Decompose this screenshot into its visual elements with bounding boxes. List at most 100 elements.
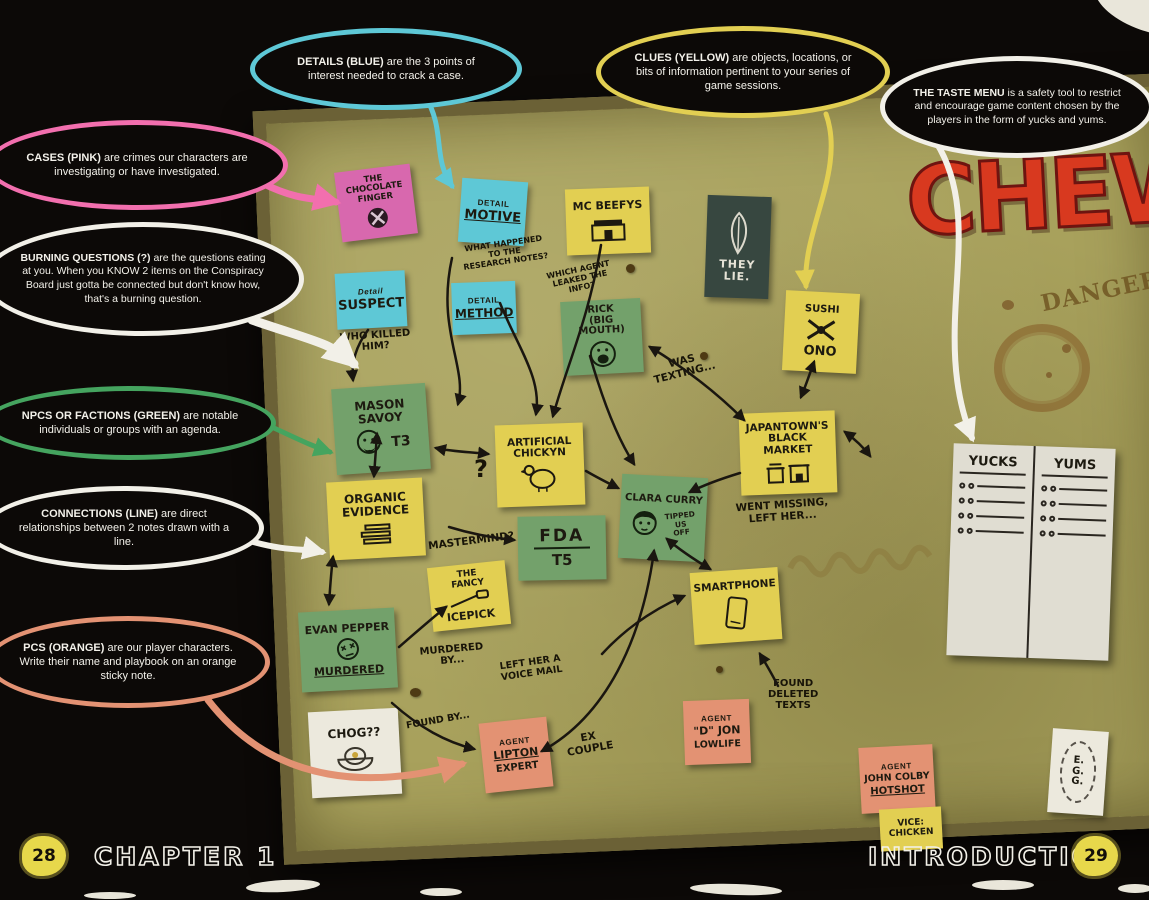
callout-cases: CASES (PINK) are crimes our characters a… — [0, 120, 288, 210]
woman-face-icon — [632, 511, 657, 536]
sticky-note-mc-beefys: MC BEEFYS — [564, 186, 652, 256]
photo-chog: CHOG?? — [307, 707, 403, 799]
note-subtitle: HOTSHOT — [870, 783, 926, 798]
dead-face-icon — [336, 638, 359, 661]
yums-header: YUMS — [1041, 456, 1109, 479]
paint-splat — [1118, 884, 1149, 893]
note-title: VICE: CHICKEN — [888, 817, 934, 840]
page-number-right: 29 — [1074, 836, 1118, 876]
callout-text: are crimes our characters are investigat… — [54, 151, 248, 178]
threat-level-badge: T5 — [551, 550, 573, 570]
coffee-splatter — [1062, 344, 1071, 353]
annotation-was-texting: WAS TEXTING... — [652, 352, 717, 387]
note-title: FDA — [539, 525, 585, 547]
annotation-ex-couple: EX COUPLE — [566, 729, 615, 759]
callout-lead: CONNECTIONS (LINE) — [41, 507, 158, 520]
sushi-icon — [806, 319, 836, 341]
note-title: EVAN PEPPER — [304, 619, 390, 637]
menu-row — [1039, 530, 1106, 538]
note-title: SUSPECT — [337, 295, 405, 315]
coffee-stain-ring — [994, 324, 1090, 412]
board-pin — [626, 264, 635, 273]
note-label: AGENT — [880, 761, 913, 772]
note-label: AGENT — [700, 713, 733, 724]
note-title: ORGANIC EVIDENCE — [341, 489, 410, 520]
callout-taste-menu: THE TASTE MENU is a safety tool to restr… — [880, 56, 1149, 158]
sticky-note-mason-savoy: MASON SAVOY T3 — [331, 382, 431, 476]
poster-title: THEY LIE. — [719, 257, 756, 284]
sticky-note-smartphone: SMARTPHONE — [689, 567, 783, 645]
callout-text: are our player characters. Write their n… — [19, 641, 237, 683]
callout-text: is a safety tool to restrict and encoura… — [914, 86, 1121, 126]
chicken-icon — [520, 465, 556, 493]
callout-lead: NPCS OR FACTIONS (GREEN) — [21, 409, 181, 422]
callout-details: DETAILS (BLUE) are the 3 points of inter… — [250, 28, 522, 110]
menu-row — [1040, 515, 1107, 523]
callout-lead: CLUES (YELLOW) — [634, 51, 730, 64]
sticky-note-fancy-icepick: THE FANCY ICEPICK — [426, 560, 512, 632]
paint-splat — [420, 888, 462, 896]
annotation-found-deleted-texts: FOUND DELETED TEXTS — [768, 678, 819, 712]
sticky-note-agent-john-colby: AGENT JOHN COLBY HOTSHOT — [858, 744, 936, 814]
note-title: SMARTPHONE — [693, 577, 777, 596]
callout-npcs-factions: NPCS OR FACTIONS (GREEN) are notable ind… — [0, 386, 276, 460]
menu-row — [1040, 500, 1107, 508]
icepick-icon — [450, 589, 490, 609]
callout-text: are direct relationships between 2 notes… — [18, 507, 230, 549]
yucks-column: YUCKS — [946, 443, 1033, 658]
note-title: "D" JON — [693, 723, 741, 738]
sticky-note-evan-pepper: EVAN PEPPER MURDERED — [297, 607, 399, 693]
callout-text: are the 3 points of interest needed to c… — [308, 55, 475, 82]
paint-splat — [84, 892, 136, 899]
coffee-splatter — [1002, 300, 1014, 310]
sticky-note-clara-curry: CLARA CURRY TIPPED US OFF — [617, 473, 709, 563]
phone-icon — [725, 596, 748, 630]
annotation-who-killed-him: WHO KILLED HIM? — [339, 327, 411, 354]
sticky-note-japantown-black-market: JAPANTOWN'S BLACK MARKET — [738, 410, 838, 496]
sticky-note-sushi-ono: SUSHI ONO — [781, 290, 861, 374]
note-title: METHOD — [454, 304, 514, 322]
divider — [533, 546, 591, 550]
sticky-note-agent-lipton: AGENT LIPTON EXPERT — [478, 716, 554, 794]
annotation-voice-mail: LEFT HER A VOICE MAIL — [499, 652, 564, 683]
sticky-note-agent-d-jon: AGENT "D" JON LOWLIFE — [682, 698, 752, 766]
sticky-note-method: DETAIL METHOD — [451, 280, 517, 336]
note-title: ARTIFICIAL CHICKYN — [506, 434, 572, 460]
big-mouth-face-icon — [589, 341, 616, 368]
annotation-found-by: FOUND BY... — [405, 709, 471, 732]
note-title: JOHN COLBY — [863, 770, 930, 785]
sticky-note-organic-evidence: ORGANIC EVIDENCE — [326, 477, 426, 561]
sticky-note-chocolate-finger: THE CHOCOLATE FINGER — [334, 163, 418, 243]
callout-lead: CASES (PINK) — [26, 151, 101, 164]
note-subtitle: MURDERED — [313, 662, 385, 680]
threat-level-badge: T3 — [390, 432, 412, 451]
restaurant-building-icon — [591, 219, 626, 242]
note-title: RICK (BIG MOUTH) — [578, 303, 626, 338]
sticky-note-artificial-chickyn: ARTIFICIAL CHICKYN — [494, 422, 586, 508]
note-subtitle: ONO — [803, 343, 837, 360]
photo-caption: CHOG?? — [327, 724, 381, 741]
egg-oval: E. G. G. — [1057, 739, 1099, 805]
board-pin — [410, 688, 421, 697]
annotation-mastermind: MASTERMIND? — [427, 529, 515, 553]
callout-text: are notable individuals or groups with a… — [39, 409, 239, 436]
callout-pcs: PCS (ORANGE) are our player characters. … — [0, 616, 270, 708]
coffee-splatter — [1046, 372, 1052, 378]
note-title: THE CHOCOLATE FINGER — [345, 173, 404, 205]
poster-title: E. G. G. — [1070, 754, 1085, 788]
menu-row — [958, 512, 1025, 520]
callout-connections: CONNECTIONS (LINE) are direct relationsh… — [0, 486, 264, 570]
sticky-note-suspect: Detail SUSPECT — [334, 270, 408, 330]
board-pin — [716, 666, 723, 673]
taste-menu-paper: YUCKS YUMS — [946, 443, 1116, 661]
sticky-note-fda: FDA T5 — [517, 515, 607, 581]
callout-text: are the questions eating at you. When yo… — [22, 251, 266, 305]
note-subtitle: LOWLIFE — [693, 738, 742, 751]
annotation-question-mark: ? — [474, 455, 488, 483]
callout-lead: THE TASTE MENU — [913, 86, 1005, 99]
note-title: SUSHI — [804, 303, 840, 317]
evidence-stack-icon — [360, 523, 392, 545]
poster-egg: E. G. G. — [1047, 728, 1109, 816]
annotation-murdered-by: MURDERED BY... — [419, 641, 484, 668]
